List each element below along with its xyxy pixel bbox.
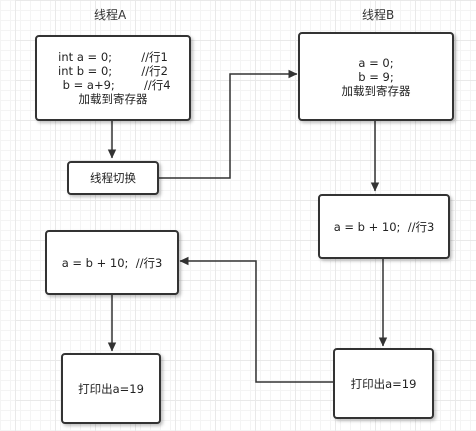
code-line: int a = 0; //行1 — [58, 50, 168, 64]
code-line: int b = 0; //行2 — [58, 64, 168, 78]
node-a-init[interactable]: int a = 0; //行1 int b = 0; //行2 b = a+9;… — [35, 35, 191, 121]
node-b-init[interactable]: a = 0; b = 9; 加载到寄存器 — [298, 32, 454, 121]
node-a-print[interactable]: 打印出a=19 — [61, 353, 161, 424]
node-b-assign[interactable]: a = b + 10; //行3 — [318, 194, 450, 259]
code-line: b = 9; — [358, 69, 394, 84]
node-a-assign-label: a = b + 10; //行3 — [61, 255, 163, 270]
node-b-print-label: 打印出a=19 — [350, 376, 417, 391]
edge-b-print-to-a-assign — [179, 256, 334, 383]
node-b-assign-label: a = b + 10; //行3 — [333, 219, 435, 234]
node-a-print-label: 打印出a=19 — [78, 381, 144, 396]
code-line: b = a+9; //行4 — [55, 78, 171, 92]
code-line: 加载到寄存器 — [78, 92, 148, 106]
node-a-switch[interactable]: 线程切换 — [67, 161, 159, 195]
node-b-init-lines: a = 0; b = 9; 加载到寄存器 — [342, 56, 411, 98]
code-line: 加载到寄存器 — [341, 83, 411, 98]
node-a-switch-label: 线程切换 — [90, 171, 136, 185]
code-line: a = 0; — [358, 55, 394, 70]
node-a-assign[interactable]: a = b + 10; //行3 — [45, 230, 179, 295]
lane-title-thread-a: 线程A — [94, 8, 127, 22]
node-a-init-lines: int a = 0; //行1 int b = 0; //行2 b = a+9;… — [55, 50, 171, 106]
lane-title-thread-b: 线程B — [362, 8, 395, 22]
edge-switch-to-b-init — [158, 69, 298, 179]
node-b-print[interactable]: 打印出a=19 — [333, 348, 434, 419]
